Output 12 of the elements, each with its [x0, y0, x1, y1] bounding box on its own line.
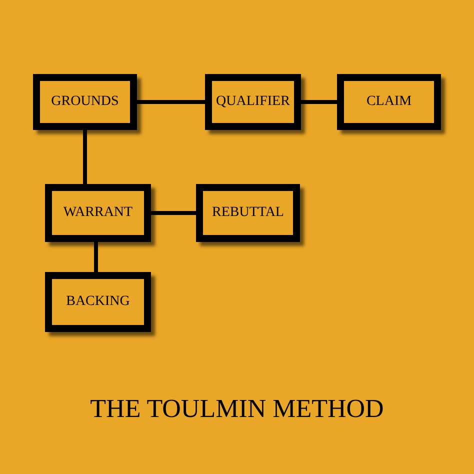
text-box: REBUTTAL — [196, 184, 300, 242]
text-box: WARRANT — [45, 184, 151, 242]
text-box: BACKING — [45, 272, 151, 332]
connector-line — [83, 130, 87, 184]
connector-line — [94, 242, 98, 272]
text-box: GROUNDS — [33, 74, 137, 130]
text-box: CLAIM — [337, 74, 441, 130]
text-box: QUALIFIER — [205, 74, 301, 130]
diagram-title: THE TOULMIN METHOD — [89, 394, 385, 424]
connector-line — [151, 211, 196, 215]
connector-line — [301, 100, 337, 104]
connector-line — [137, 100, 205, 104]
